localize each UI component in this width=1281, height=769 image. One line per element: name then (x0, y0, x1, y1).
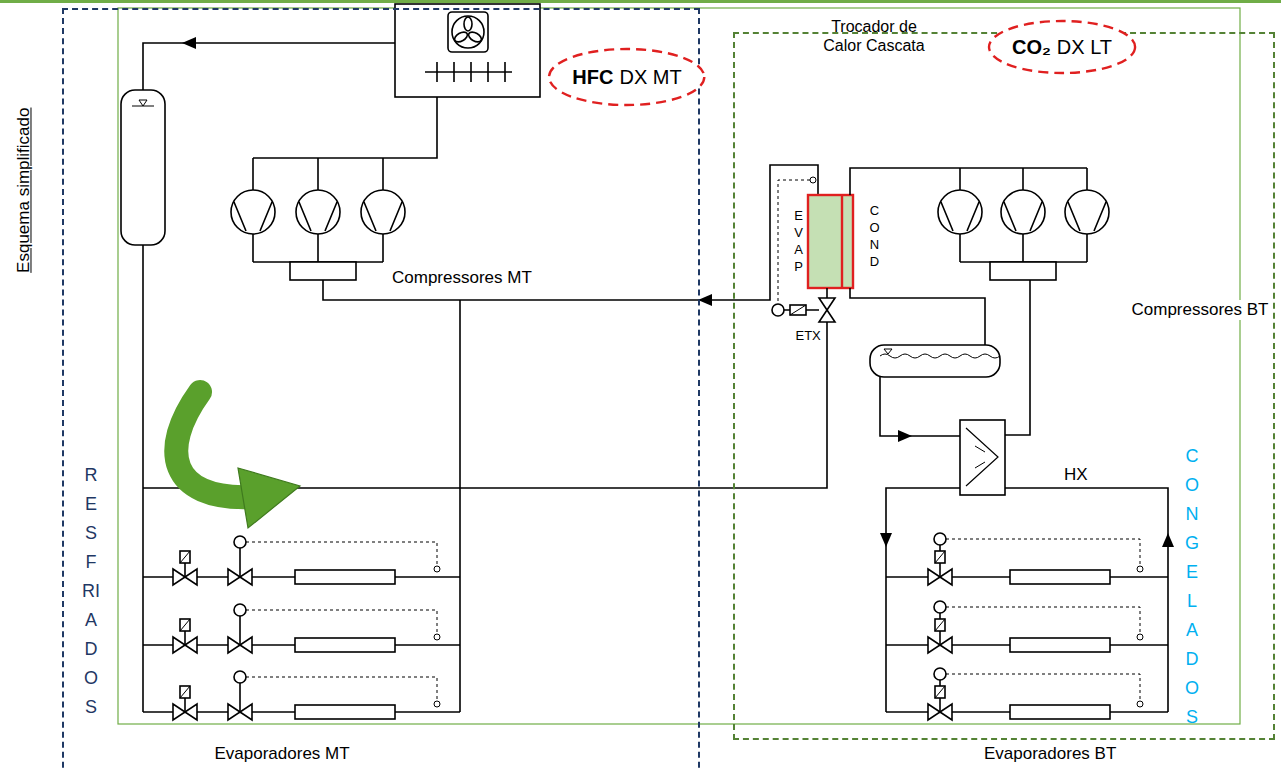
tag-text: DX MT (619, 65, 681, 89)
valve-label: ETX (796, 328, 821, 344)
ellipse-tag: HFCDX MT (547, 47, 706, 107)
side-label: COND (868, 202, 881, 270)
sheet-note: Esquema simplificado (14, 108, 34, 273)
region-box: CONGELADOSCO₂DX LTTrocador de Calor Casc… (733, 32, 1275, 740)
component-label: HX (1061, 465, 1091, 485)
tag-text: DX LT (1057, 35, 1112, 59)
tag-title: CO₂ (1012, 35, 1051, 59)
vertical-label: RESFRIADOS (82, 461, 100, 722)
group-label: Compressores BT (1129, 300, 1272, 320)
vertical-label: CONGELADOS (1183, 442, 1201, 732)
group-label: Compressores MT (392, 268, 532, 288)
region-box: RESFRIADOS HFCDX MT (62, 8, 700, 769)
exchanger-title: Trocador de Calor Cascata (819, 17, 929, 55)
group-label: Evaporadores MT (215, 744, 350, 764)
side-label: EVAP (792, 207, 805, 275)
heat-exchanger: Trocador de Calor CascataEVAP COND (787, 14, 937, 304)
ellipse-tag: CO₂DX LT (987, 19, 1137, 75)
tag-title: HFC (572, 65, 613, 89)
group-label: Evaporadores BT (981, 744, 1119, 764)
